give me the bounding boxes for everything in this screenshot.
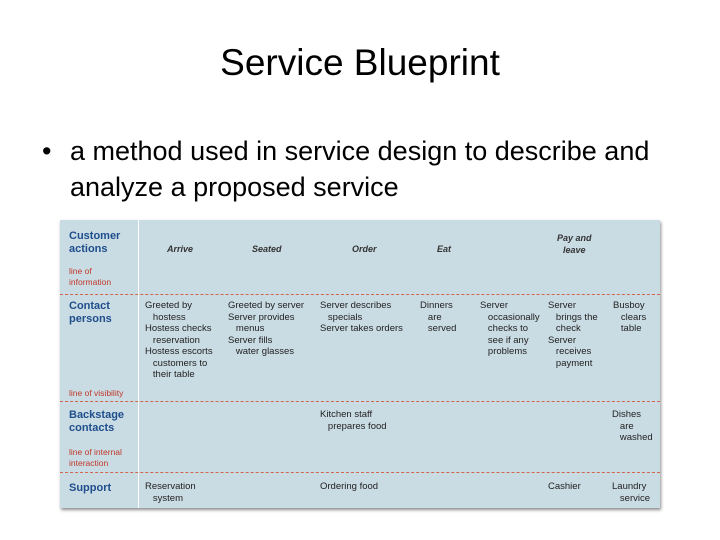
- line-of-information-label: line of information: [69, 266, 112, 287]
- bullet-dot-icon: •: [42, 136, 52, 166]
- support-pay-cell: Cashier: [548, 481, 581, 492]
- line-of-internal-interaction: [60, 472, 660, 473]
- contact-bus-cell: Busboy clears table: [613, 300, 647, 334]
- bullet-text: a method used in service design to descr…: [70, 136, 650, 202]
- line-of-internal-interaction-label: line of internal interaction: [69, 447, 122, 468]
- line-of-visibility-label: line of visibility: [69, 388, 124, 398]
- column-header-pay-and-leave: Pay and leave: [557, 233, 592, 255]
- contact-eat-cell: Dinners are served: [420, 300, 457, 334]
- support-bus-cell: Laundry service: [612, 481, 651, 504]
- contact-pay-cell: Server brings the check Server receives …: [548, 300, 598, 369]
- contact-arrive-cell: Greeted by hostess Hostess checks reserv…: [145, 300, 213, 380]
- contact-serve-cell: Server occasionally checks to see if any…: [480, 300, 540, 357]
- column-header-arrive: Arrive: [167, 244, 194, 254]
- row-label-support: Support: [69, 482, 112, 494]
- backstage-bus-cell: Dishes are washed: [612, 409, 653, 443]
- contact-order-cell: Server describes specials Server takes o…: [320, 300, 403, 334]
- support-arrive-cell: Reservation system: [145, 481, 196, 504]
- service-blueprint-figure: Customer actions Arrive Seated Order Eat…: [60, 220, 660, 508]
- column-header-seated: Seated: [252, 244, 282, 254]
- column-header-order: Order: [352, 244, 377, 254]
- support-order-cell: Ordering food: [320, 481, 379, 492]
- blueprint-background: [60, 220, 660, 508]
- row-label-backstage-contacts: Backstage contacts: [69, 409, 125, 434]
- slide-title: Service Blueprint: [220, 42, 500, 83]
- line-of-information: [60, 294, 660, 295]
- column-header-eat: Eat: [437, 244, 452, 254]
- row-label-customer-actions: Customer actions: [69, 230, 121, 255]
- line-of-visibility: [60, 401, 660, 402]
- row-label-contact-persons: Contact persons: [69, 300, 112, 325]
- contact-seated-cell: Greeted by server Server provides menus …: [228, 300, 305, 357]
- column-divider: [138, 220, 139, 508]
- backstage-order-cell: Kitchen staff prepares food: [320, 409, 387, 432]
